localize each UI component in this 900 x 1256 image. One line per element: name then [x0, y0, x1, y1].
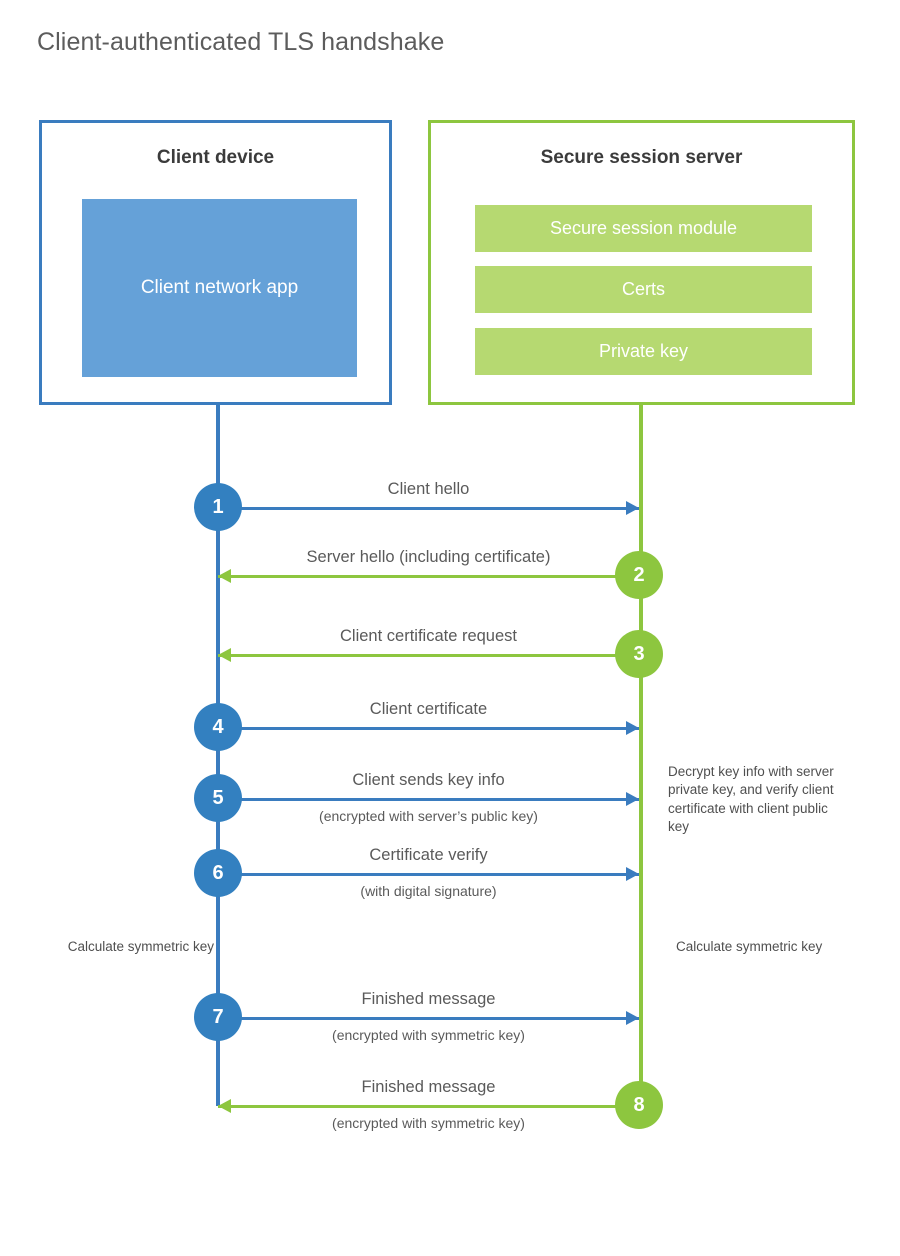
arrow-head-right-icon	[626, 1011, 639, 1025]
message-line-5	[218, 798, 639, 801]
arrow-head-right-icon	[626, 721, 639, 735]
secure-session-server-box: Secure session server Secure session mod…	[428, 120, 855, 405]
arrow-head-left-icon	[218, 648, 231, 662]
server-lifeline	[639, 405, 643, 1106]
arrow-head-left-icon	[218, 569, 231, 583]
server-module-secure-session-module: Secure session module	[475, 205, 812, 252]
message-label-4: Client certificate	[369, 700, 488, 718]
message-line-1	[218, 507, 639, 510]
server-module-certs: Certs	[475, 266, 812, 313]
message-label-7: Finished message	[361, 990, 496, 1008]
message-line-4	[218, 727, 639, 730]
message-line-7	[218, 1017, 639, 1020]
arrow-head-right-icon	[626, 792, 639, 806]
message-label-5: Client sends key info	[352, 771, 505, 789]
message-label-6: Certificate verify	[369, 846, 488, 864]
message-sublabel-8: (encrypted with symmetric key)	[332, 1115, 525, 1131]
step-badge-3[interactable]: 3	[615, 630, 663, 678]
secure-session-server-title: Secure session server	[540, 147, 743, 168]
page-title: Client-authenticated TLS handshake	[37, 28, 445, 56]
step-badge-2[interactable]: 2	[615, 551, 663, 599]
step-badge-8[interactable]: 8	[615, 1081, 663, 1129]
message-sublabel-7: (encrypted with symmetric key)	[332, 1027, 525, 1043]
message-sublabel-5: (encrypted with server’s public key)	[319, 808, 538, 824]
arrow-head-right-icon	[626, 867, 639, 881]
message-label-8: Finished message	[361, 1078, 496, 1096]
step-badge-7[interactable]: 7	[194, 993, 242, 1041]
step-badge-1[interactable]: 1	[194, 483, 242, 531]
arrow-head-left-icon	[218, 1099, 231, 1113]
annotation-server-decrypt: Decrypt key info with server private key…	[668, 764, 834, 835]
client-network-app-block: Client network app	[82, 199, 357, 377]
client-lifeline	[216, 405, 220, 1106]
message-line-8	[218, 1105, 639, 1108]
message-line-2	[218, 575, 639, 578]
message-line-3	[218, 654, 639, 657]
message-label-2: Server hello (including certificate)	[306, 548, 551, 566]
message-sublabel-6: (with digital signature)	[360, 883, 497, 899]
annotation-server-calculate-symmetric-key: Calculate symmetric key	[676, 939, 823, 954]
arrow-head-right-icon	[626, 501, 639, 515]
client-device-title: Client device	[156, 147, 275, 168]
message-line-6	[218, 873, 639, 876]
client-device-box: Client device Client network app	[39, 120, 392, 405]
message-label-3: Client certificate request	[340, 627, 517, 645]
annotation-client-calculate-symmetric-key: Calculate symmetric key	[67, 939, 214, 954]
message-label-1: Client hello	[387, 480, 470, 498]
step-badge-6[interactable]: 6	[194, 849, 242, 897]
server-module-private-key: Private key	[475, 328, 812, 375]
step-badge-4[interactable]: 4	[194, 703, 242, 751]
step-badge-5[interactable]: 5	[194, 774, 242, 822]
